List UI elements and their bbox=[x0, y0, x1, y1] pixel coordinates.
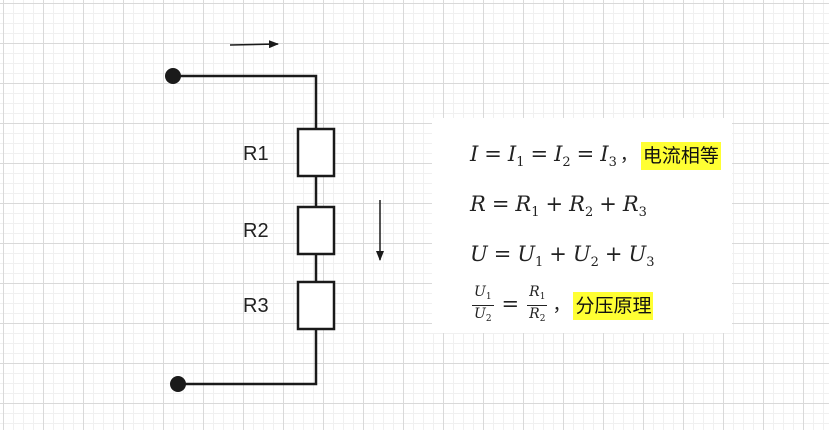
term: R bbox=[515, 192, 532, 216]
operator: = bbox=[484, 142, 502, 166]
operator: + bbox=[549, 242, 567, 266]
subscript: 2 bbox=[562, 155, 571, 170]
current-arrow-right bbox=[229, 40, 279, 49]
term: R bbox=[529, 306, 540, 322]
resistor-label-r1: R1 bbox=[243, 143, 269, 165]
subscript: 2 bbox=[539, 314, 546, 324]
subscript: 2 bbox=[590, 255, 599, 270]
term: R bbox=[622, 192, 639, 216]
term: R bbox=[529, 284, 540, 300]
highlight-note-current: 电流相等 bbox=[640, 141, 721, 170]
resistor-r2 bbox=[296, 205, 336, 256]
subscript: 3 bbox=[646, 255, 655, 270]
subscript: 1 bbox=[539, 292, 546, 302]
subscript: 3 bbox=[608, 155, 617, 170]
term: I bbox=[554, 142, 563, 166]
term: I bbox=[470, 142, 479, 166]
operator: = bbox=[501, 292, 520, 316]
term: U bbox=[470, 242, 488, 266]
operator: = bbox=[491, 192, 510, 216]
bottom-terminal bbox=[170, 376, 186, 392]
operator: = bbox=[576, 142, 595, 166]
subscript: 1 bbox=[531, 205, 540, 220]
formula-voltage: U=U1+U2+U3 bbox=[470, 237, 654, 271]
comma: ， bbox=[552, 295, 571, 316]
subscript: 1 bbox=[535, 255, 544, 270]
fraction-denominator: U2 bbox=[472, 306, 494, 327]
subscript: 2 bbox=[584, 205, 594, 220]
top-wire bbox=[173, 74, 318, 129]
bottom-wire bbox=[178, 329, 318, 386]
term: U bbox=[474, 284, 486, 300]
term: U bbox=[517, 242, 536, 266]
subscript: 2 bbox=[485, 314, 492, 324]
term: R bbox=[569, 192, 585, 216]
resistor-label-r2: R2 bbox=[243, 220, 269, 242]
term: I bbox=[507, 142, 517, 166]
formula-resistance: R=R1+R2+R3 bbox=[470, 187, 647, 221]
fraction-numerator: U1 bbox=[472, 284, 494, 306]
operator: + bbox=[545, 192, 564, 216]
subscript: 1 bbox=[485, 292, 492, 302]
term: U bbox=[474, 306, 486, 322]
highlight-note-ratio: 分压原理 bbox=[573, 291, 654, 320]
term: U bbox=[628, 242, 647, 266]
resistor-label-r3: R3 bbox=[243, 295, 269, 317]
term: R bbox=[470, 192, 486, 216]
operator: + bbox=[599, 192, 617, 216]
subscript: 3 bbox=[638, 205, 647, 220]
formula-current: I=I1=I2=I3，电流相等 bbox=[470, 137, 721, 171]
subscript: 1 bbox=[516, 155, 525, 170]
resistor-r3 bbox=[296, 280, 336, 331]
fraction-numerator: R1 bbox=[527, 284, 548, 306]
comma: ， bbox=[619, 145, 638, 166]
resistor-r1 bbox=[296, 127, 336, 178]
operator: = bbox=[493, 242, 512, 266]
operator: = bbox=[530, 142, 549, 166]
operator: + bbox=[604, 242, 623, 266]
term: I bbox=[600, 142, 609, 166]
term: U bbox=[572, 242, 591, 266]
fraction-denominator: R2 bbox=[527, 306, 547, 327]
